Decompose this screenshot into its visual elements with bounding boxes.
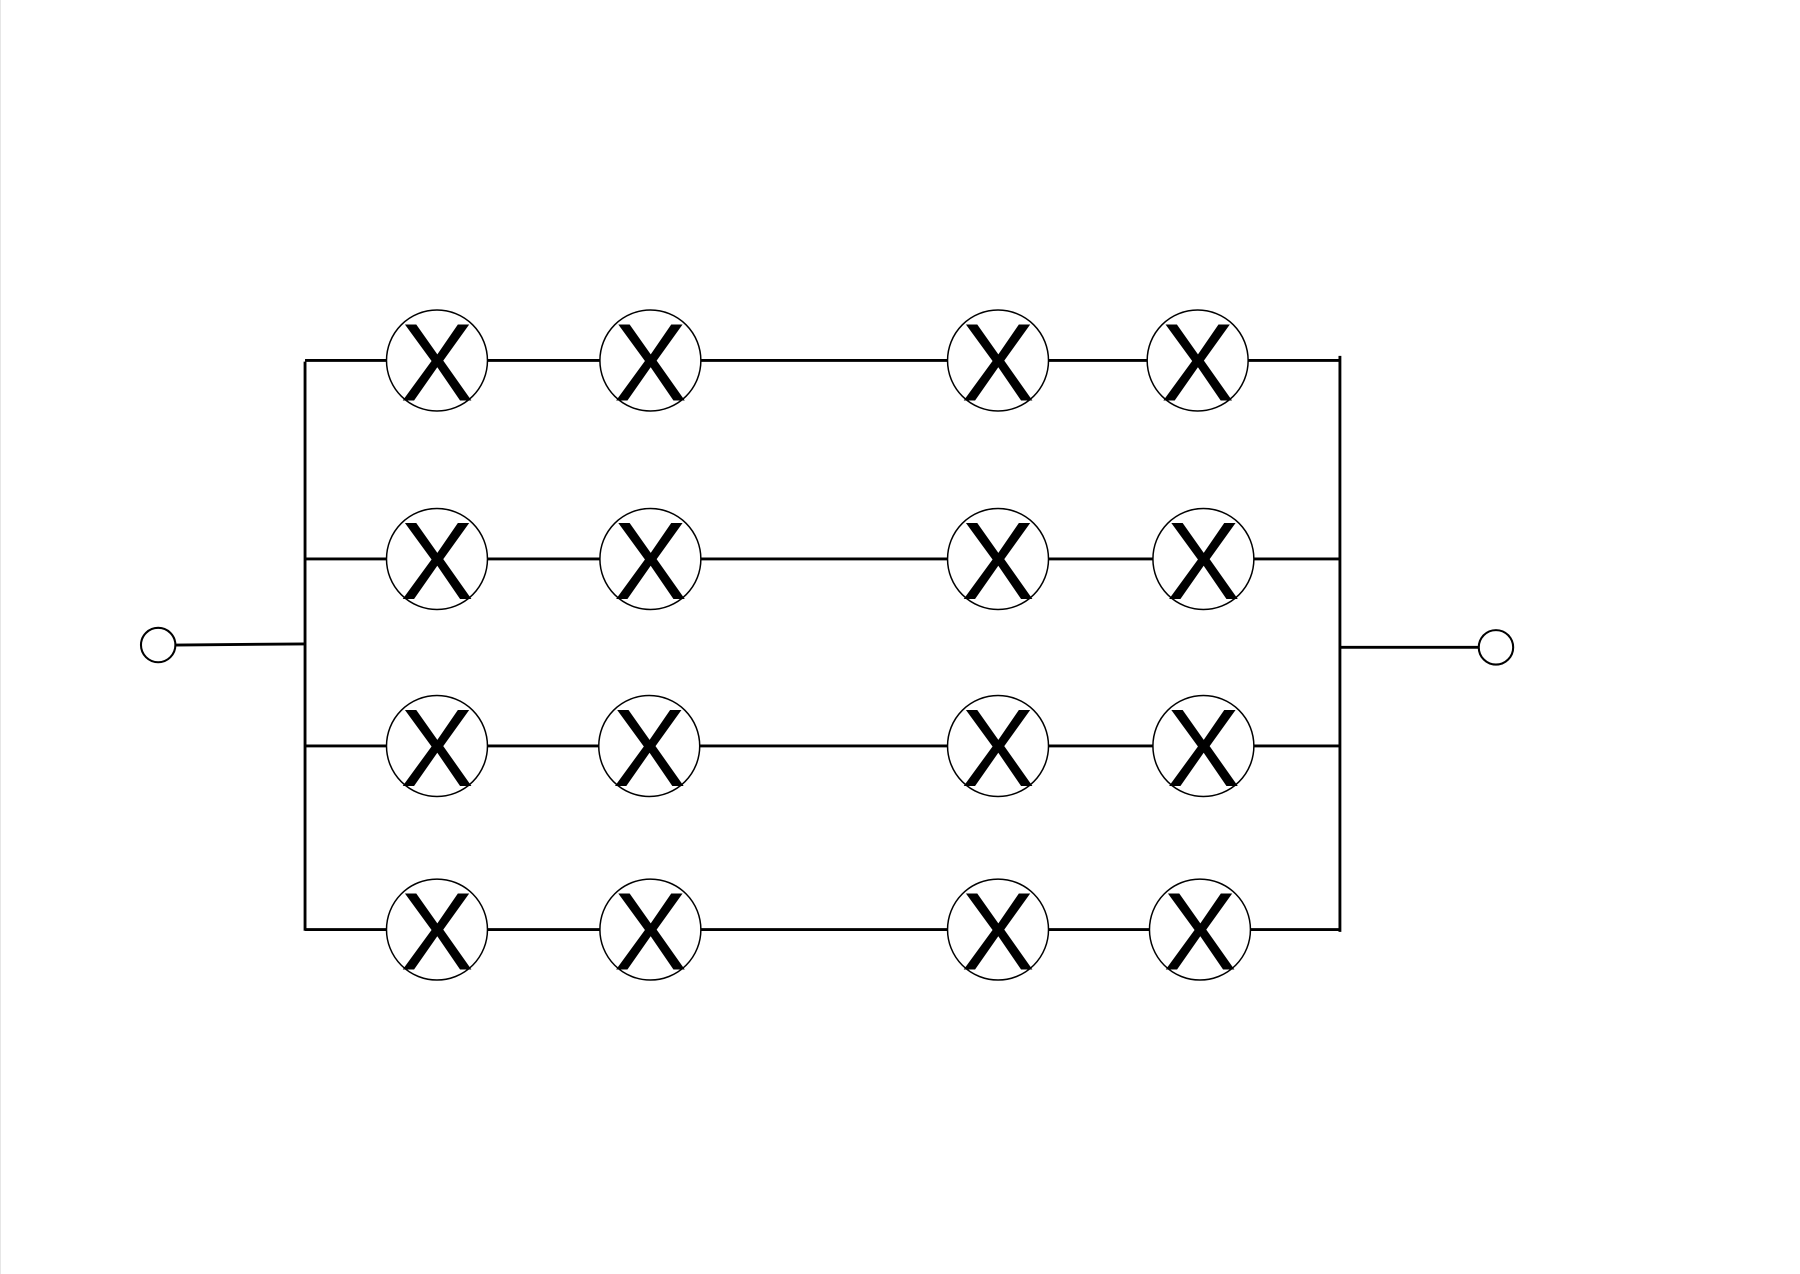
lamp-circle [599, 309, 702, 412]
lamp-cross-icon: X [961, 301, 1034, 424]
lamp-4-1: X [385, 870, 489, 993]
lamp-circle [946, 309, 1050, 412]
lamp-2-3: X [946, 500, 1050, 623]
lamp-3-2: X [598, 687, 701, 810]
lamp-circle [946, 694, 1050, 798]
lamp-cross-icon: X [1163, 870, 1236, 993]
lamp-circle [385, 878, 489, 981]
lamp-3-4: X [1152, 687, 1255, 810]
lamp-3-1: X [385, 687, 489, 810]
lamp-1-3: X [946, 301, 1050, 424]
terminals [139, 626, 1515, 666]
lamp-1-4: X [1146, 301, 1249, 424]
lamp-circle [385, 507, 489, 611]
input-lead-wire [175, 642, 306, 647]
wires [175, 355, 1479, 932]
lamp-circle [1152, 694, 1255, 798]
lamp-circle [946, 878, 1050, 981]
lamp-4-2: X [599, 870, 702, 993]
lamp-circle [1152, 507, 1255, 611]
lamp-cross-icon: X [400, 870, 473, 993]
lamp-circle [598, 694, 701, 798]
input-terminal [139, 626, 177, 664]
lamp-1-1: X [385, 301, 489, 424]
output-terminal [1477, 629, 1515, 666]
lamp-cross-icon: X [961, 870, 1034, 993]
lamp-cross-icon: X [400, 687, 473, 810]
lamp-cross-icon: X [961, 687, 1034, 810]
lamp-1-2: X [599, 301, 702, 424]
lamp-cross-icon: X [1161, 301, 1234, 424]
lamp-cross-icon: X [400, 301, 473, 424]
lamp-cross-icon: X [613, 687, 686, 810]
lamp-cross-icon: X [961, 500, 1034, 623]
lamp-circle [946, 507, 1050, 611]
lamp-cross-icon: X [614, 301, 687, 424]
lamp-circle [599, 878, 702, 981]
lamp-4-4: X [1148, 870, 1252, 993]
lamp-cross-icon: X [614, 870, 687, 993]
lamp-cross-icon: X [1167, 500, 1240, 623]
lamp-cross-icon: X [400, 500, 473, 623]
lamp-4-3: X [946, 870, 1050, 993]
lamp-2-2: X [599, 500, 702, 623]
lamp-cross-icon: X [614, 500, 687, 623]
lamp-circle [385, 309, 489, 412]
lamp-circle [385, 694, 489, 798]
lamp-3-3: X [946, 687, 1050, 810]
lamp-cross-icon: X [1167, 687, 1240, 810]
lamp-circle [599, 507, 702, 611]
lamp-circle [1148, 878, 1252, 981]
lamp-2-1: X [385, 500, 489, 623]
lamp-2-4: X [1152, 500, 1255, 623]
lamp-circle [1146, 309, 1249, 412]
